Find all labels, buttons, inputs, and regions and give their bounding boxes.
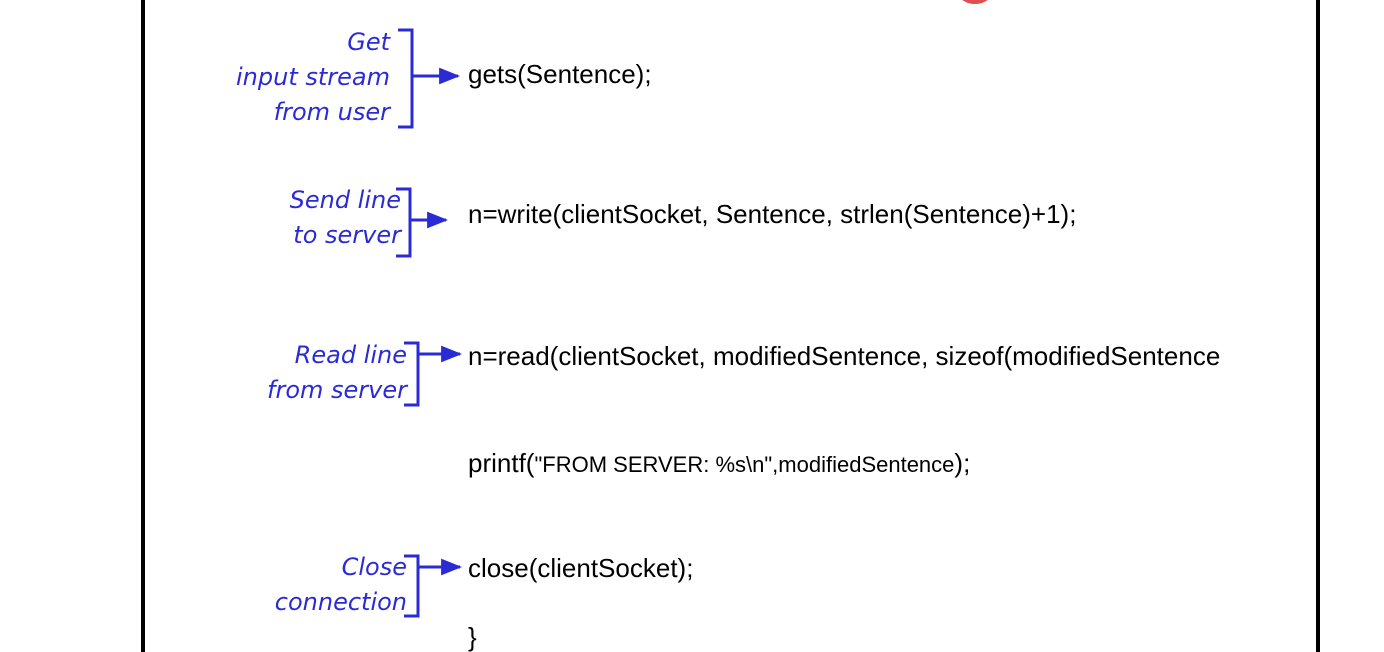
annotation-get-input-line-2: input stream bbox=[236, 63, 390, 91]
annotation-close-conn-line-2: connection bbox=[274, 588, 407, 616]
code-printf-func: printf( bbox=[468, 448, 535, 478]
annotation-send-line-line-2: to server bbox=[293, 221, 401, 249]
code-read-line: n=read(clientSocket, modifiedSentence, s… bbox=[468, 341, 1221, 371]
code-printf-args: "FROM SERVER: %s\n",modifiedSentence bbox=[534, 452, 955, 477]
annotation-read-line-line-2: from server bbox=[267, 376, 407, 404]
code-closing-brace: } bbox=[468, 622, 477, 652]
annotation-get-input-line-1: Get bbox=[347, 28, 390, 56]
annotation-close-conn: Close connection bbox=[275, 550, 407, 620]
bracket-get-input bbox=[398, 28, 414, 129]
annotation-get-input-line-3: from user bbox=[273, 98, 390, 126]
annotation-close-conn-line-1: Close bbox=[341, 553, 407, 581]
partial-shape-top bbox=[960, 0, 990, 4]
annotation-get-input: Get input stream from user bbox=[236, 25, 390, 130]
annotation-read-line-line-1: Read line bbox=[294, 341, 407, 369]
code-printf-line: printf("FROM SERVER: %s\n",modifiedSente… bbox=[468, 448, 970, 480]
annotation-send-line: Send line to server bbox=[290, 183, 401, 253]
code-write-line: n=write(clientSocket, Sentence, strlen(S… bbox=[468, 199, 1077, 229]
frame-right-border bbox=[1316, 0, 1320, 652]
code-printf-close: ); bbox=[954, 448, 971, 478]
frame-left-border bbox=[141, 0, 145, 652]
code-close-line: close(clientSocket); bbox=[468, 553, 694, 583]
annotation-read-line: Read line from server bbox=[267, 338, 407, 408]
code-gets-line: gets(Sentence); bbox=[468, 59, 652, 89]
annotation-send-line-line-1: Send line bbox=[289, 186, 401, 214]
